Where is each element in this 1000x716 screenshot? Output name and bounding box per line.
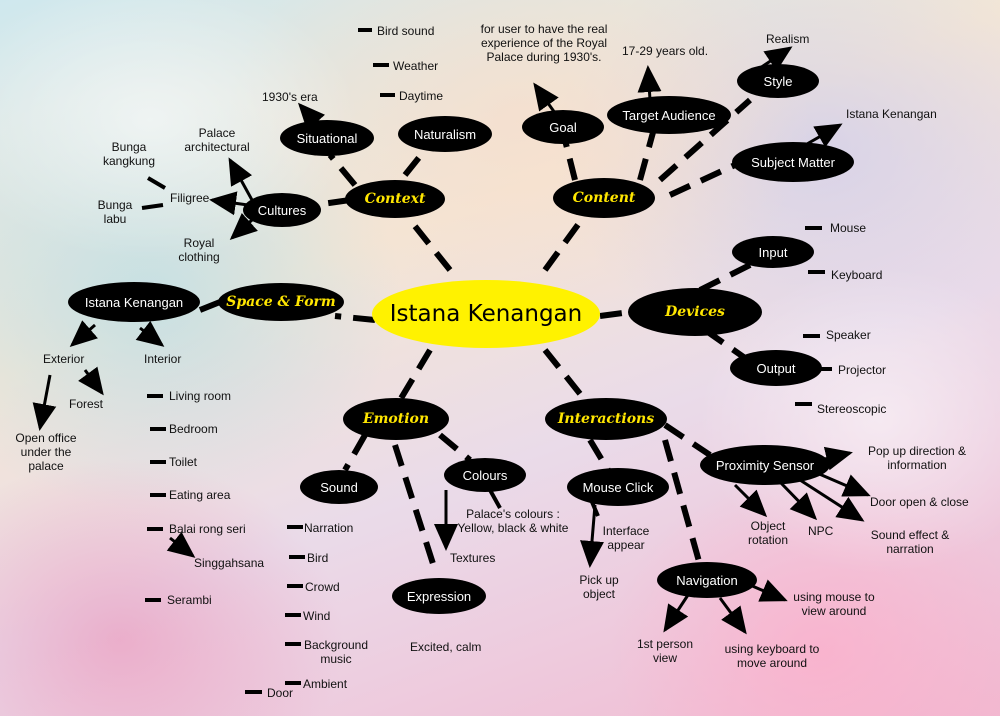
sound-door-label: Door	[267, 686, 294, 700]
colours-node: Colours	[444, 458, 526, 492]
mouse-view-label: using mouse to view around	[793, 590, 875, 618]
textures-label: Textures	[450, 551, 496, 565]
object-rotation-label: Object rotation	[747, 519, 789, 547]
output-node: Output	[730, 350, 822, 386]
goal-text-label: for user to have the real experience of …	[480, 22, 608, 64]
era-label: 1930's era	[262, 90, 318, 104]
sound-narration-label: Narration	[304, 521, 354, 535]
palace-architectural-label: Palace architectural	[184, 126, 250, 154]
exterior-label: Exterior	[43, 352, 85, 366]
filigree-label: Filigree	[170, 191, 210, 205]
navigation-node: Navigation	[657, 562, 757, 598]
input-node: Input	[732, 236, 814, 268]
sound-bird-label: Bird	[307, 551, 329, 565]
mouse-click-node: Mouse Click	[567, 468, 669, 506]
projector-label: Projector	[838, 363, 887, 377]
center-topic-node: Istana Kenangan	[372, 280, 600, 348]
emotion-node: Emotion	[343, 398, 449, 440]
weather-label: Weather	[393, 59, 439, 73]
content-node: Content	[553, 178, 655, 218]
bunga-kangkung-label: Bunga kangkung	[102, 140, 156, 168]
room-balai-label: Balai rong seri	[169, 522, 246, 536]
keyboard-move-label: using keyboard to move around	[724, 642, 820, 670]
sound-background-music-label: Background music	[303, 638, 369, 666]
room-living-label: Living room	[169, 389, 232, 403]
door-open-label: Door open & close	[870, 495, 969, 509]
stereoscopic-label: Stereoscopic	[817, 402, 887, 416]
sound-crowd-label: Crowd	[305, 580, 340, 594]
keyboard-label: Keyboard	[831, 268, 883, 282]
sound-node: Sound	[300, 470, 378, 504]
interactions-node: Interactions	[545, 398, 667, 440]
npc-label: NPC	[808, 524, 834, 538]
palace-colours-label: Palace's colours : Yellow, black & white	[457, 507, 569, 535]
subject-matter-node: Subject Matter	[732, 142, 854, 182]
context-node: Context	[345, 180, 445, 218]
sound-effect-label: Sound effect & narration	[870, 528, 950, 556]
naturalism-node: Naturalism	[398, 116, 492, 152]
expression-node: Expression	[392, 578, 486, 614]
istana-kenangan-node: Istana Kenangan	[68, 282, 200, 322]
subject-value-label: Istana Kenangan	[846, 107, 937, 121]
bird-sound-label: Bird sound	[377, 24, 435, 38]
room-bedroom-label: Bedroom	[169, 422, 218, 436]
room-toilet-label: Toilet	[169, 455, 198, 469]
bunga-labu-label: Bunga labu	[97, 198, 133, 226]
open-office-label: Open office under the palace	[15, 431, 77, 473]
singgahsana-label: Singgahsana	[194, 556, 265, 570]
realism-label: Realism	[766, 32, 810, 46]
cultures-node: Cultures	[243, 193, 321, 227]
pick-up-object-label: Pick up object	[579, 573, 619, 601]
situational-node: Situational	[280, 120, 374, 156]
interface-appear-label: Interface appear	[602, 524, 650, 552]
interior-label: Interior	[144, 352, 182, 366]
sound-ambient-label: Ambient	[303, 677, 348, 691]
serambi-label: Serambi	[167, 593, 212, 607]
mouse-label: Mouse	[830, 221, 867, 235]
speaker-label: Speaker	[826, 328, 871, 342]
sound-wind-label: Wind	[303, 609, 331, 623]
excited-calm-label: Excited, calm	[410, 640, 482, 654]
space-form-node: Space & Form	[218, 283, 344, 321]
forest-label: Forest	[69, 397, 104, 411]
royal-clothing-label: Royal clothing	[178, 236, 220, 264]
popup-label: Pop up direction & information	[867, 444, 967, 472]
target-audience-node: Target Audience	[607, 96, 731, 134]
daytime-label: Daytime	[399, 89, 444, 103]
goal-node: Goal	[522, 110, 604, 144]
room-eating-label: Eating area	[169, 488, 231, 502]
style-node: Style	[737, 64, 819, 98]
age-label: 17-29 years old.	[622, 44, 709, 58]
proximity-sensor-node: Proximity Sensor	[700, 445, 830, 485]
devices-node: Devices	[628, 288, 762, 336]
first-person-view-label: 1st person view	[636, 637, 694, 665]
